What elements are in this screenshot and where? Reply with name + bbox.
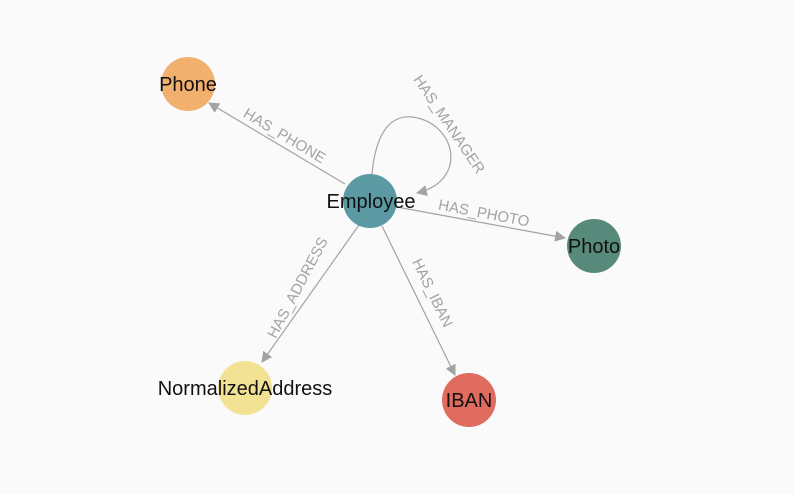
node-employee[interactable]: Employee bbox=[327, 174, 416, 228]
edge-has-address[interactable]: HAS_ADDRESS bbox=[261, 224, 360, 363]
node-phone[interactable]: Phone bbox=[159, 57, 217, 111]
node-phone-circle[interactable] bbox=[161, 57, 215, 111]
edge-has-phone[interactable]: HAS_PHONE bbox=[208, 102, 346, 185]
node-normalized-address-label: NormalizedAddress bbox=[158, 378, 333, 400]
node-iban-label: IBAN bbox=[446, 390, 493, 412]
edge-has-iban[interactable]: HAS_IBAN bbox=[381, 225, 456, 376]
node-iban-circle[interactable] bbox=[442, 373, 496, 427]
node-employee-label: Employee bbox=[327, 191, 416, 213]
edge-has-iban-line[interactable] bbox=[381, 225, 456, 376]
node-employee-circle[interactable] bbox=[343, 174, 397, 228]
node-phone-label: Phone bbox=[159, 74, 217, 96]
edge-has-address-line[interactable] bbox=[261, 224, 360, 363]
edge-has-manager-line[interactable] bbox=[371, 116, 452, 196]
node-normalized-address-circle[interactable] bbox=[218, 361, 272, 415]
node-photo-circle[interactable] bbox=[567, 219, 621, 273]
edge-has-address-label: HAS_ADDRESS bbox=[264, 235, 331, 342]
edge-has-manager[interactable]: HAS_MANAGER bbox=[371, 72, 489, 196]
edge-has-photo-label: HAS_PHOTO bbox=[437, 197, 531, 231]
node-photo[interactable]: Photo bbox=[567, 219, 621, 273]
edge-has-manager-label: HAS_MANAGER bbox=[410, 72, 489, 177]
node-iban[interactable]: IBAN bbox=[442, 373, 496, 427]
edge-has-photo[interactable]: HAS_PHOTO bbox=[396, 197, 567, 242]
edge-has-phone-label: HAS_PHONE bbox=[240, 105, 328, 167]
node-normalized-address[interactable]: NormalizedAddress bbox=[158, 361, 333, 415]
edge-has-phone-line[interactable] bbox=[208, 102, 346, 185]
node-photo-label: Photo bbox=[568, 236, 620, 258]
edge-has-photo-line[interactable] bbox=[396, 206, 567, 242]
